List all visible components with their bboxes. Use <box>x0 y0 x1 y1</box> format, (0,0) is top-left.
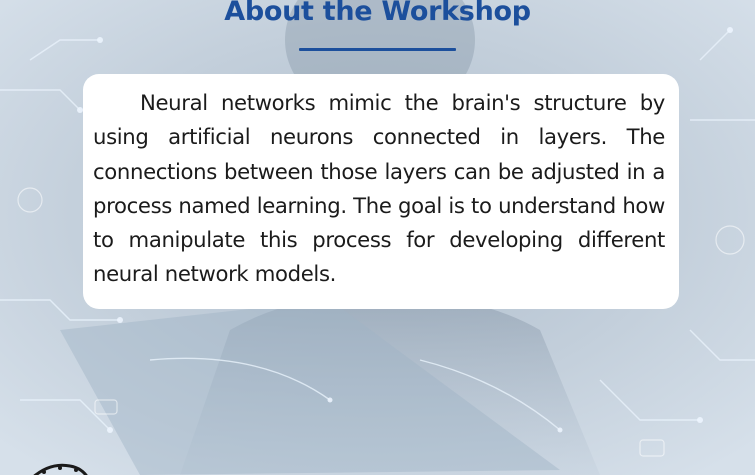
title-underline <box>299 48 456 51</box>
seal-logo-icon <box>33 463 88 475</box>
description-card: Neural networks mimic the brain's struct… <box>83 74 679 309</box>
workshop-description: Neural networks mimic the brain's struct… <box>93 90 665 287</box>
page-title: About the Workshop <box>224 0 531 27</box>
